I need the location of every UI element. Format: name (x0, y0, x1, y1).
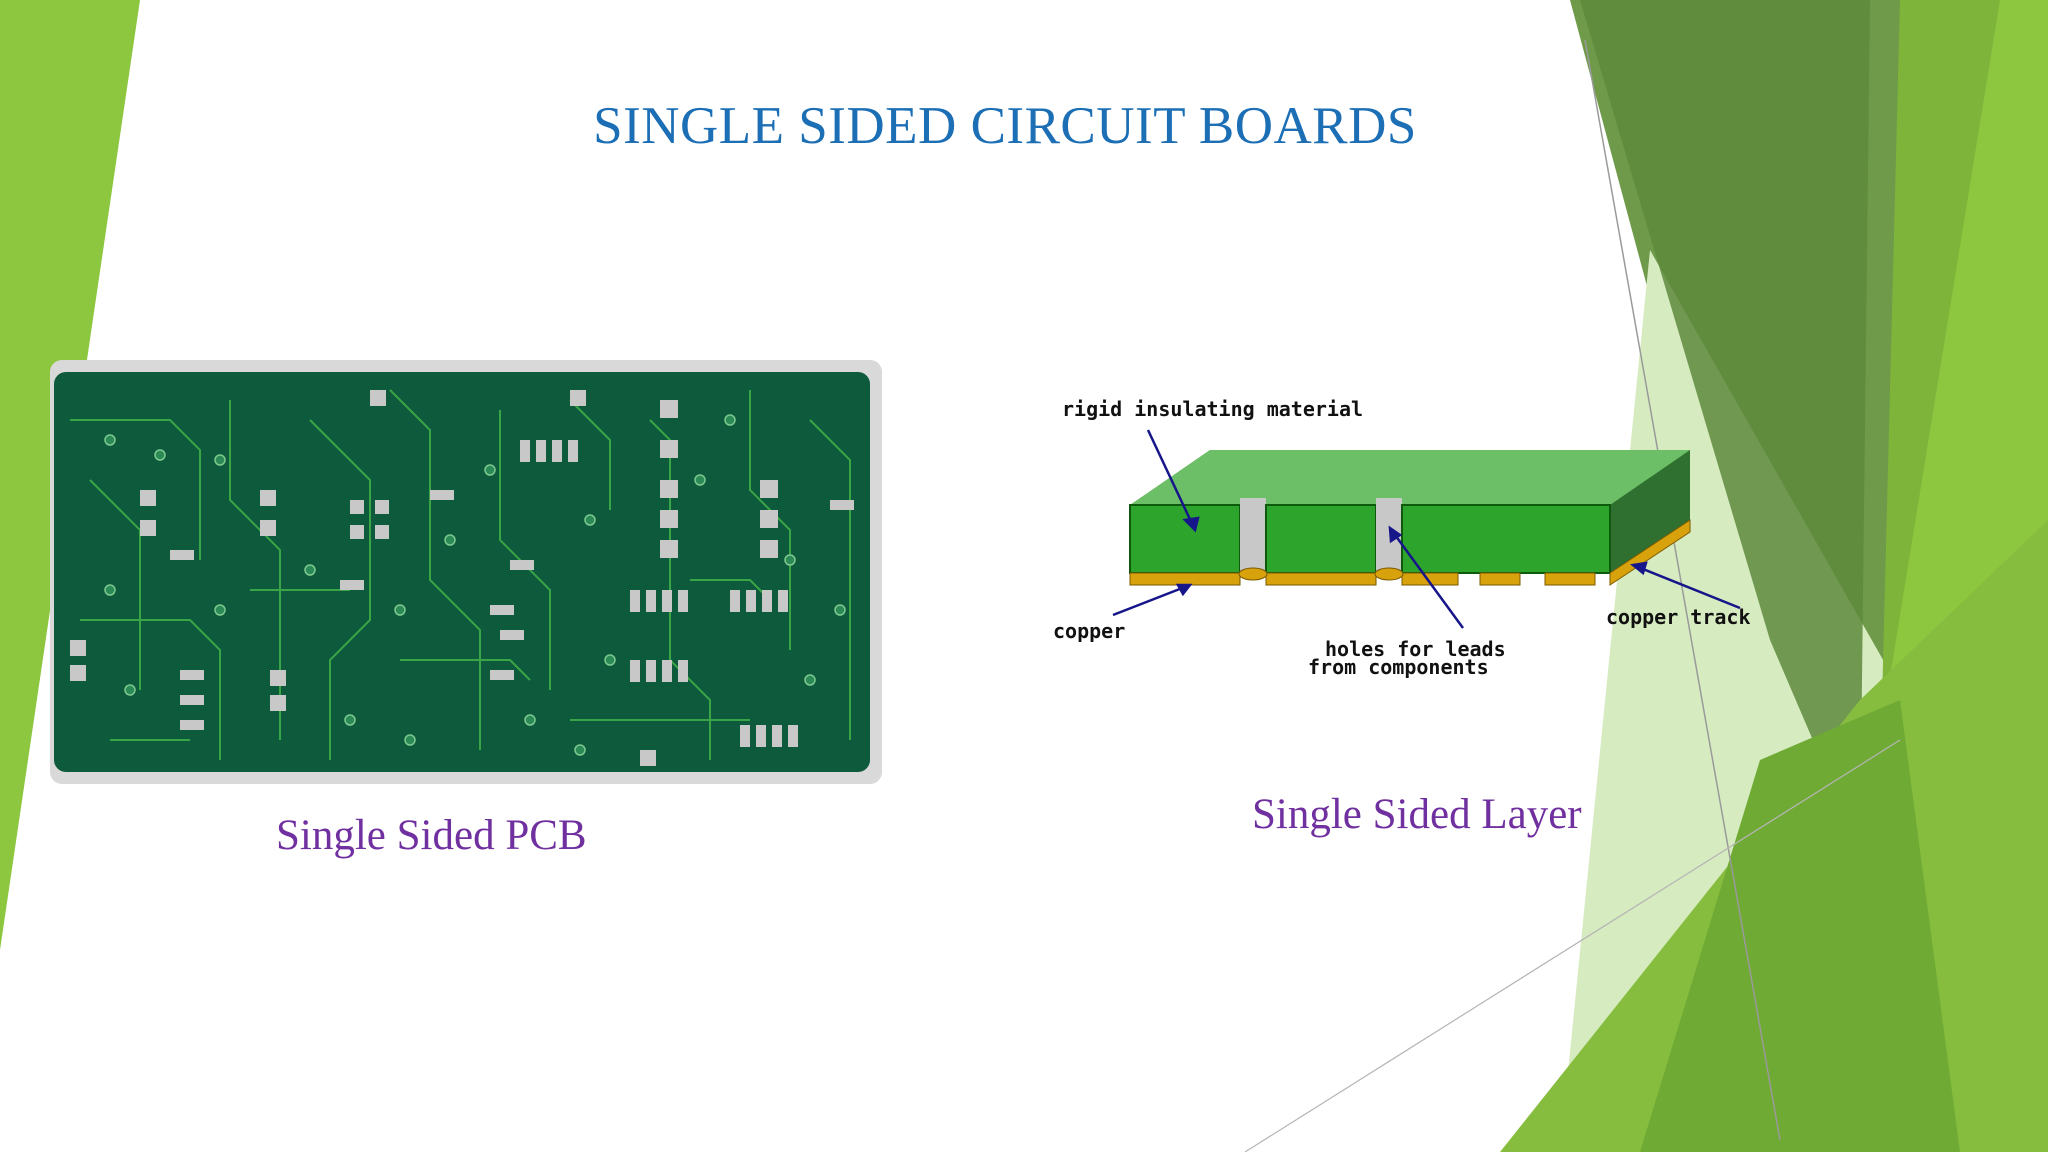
label-holes-line2: from components (1308, 655, 1489, 679)
thin-line-2 (1244, 739, 1901, 1152)
board-top-face-main (1130, 450, 1690, 505)
copper-layer (1129, 519, 1691, 586)
slide-title: SINGLE SIDED CIRCUIT BOARDS (593, 97, 1417, 155)
label-copper: copper (1053, 619, 1126, 643)
board-front-right (1401, 504, 1611, 574)
thin-line-1 (1584, 39, 1781, 1141)
caption-single-sided-pcb: Single Sided PCB (276, 812, 587, 859)
board-front-left (1129, 504, 1241, 574)
board-side-face (1610, 450, 1690, 573)
label-copper-track: copper track (1606, 605, 1751, 629)
right-facet-lower-dark (1640, 700, 1960, 1152)
label-holes-line1: holes for leads (1325, 637, 1506, 661)
single-sided-layer-diagram (1112, 429, 1741, 629)
caption-single-sided-layer: Single Sided Layer (1252, 791, 1582, 838)
label-insulating: rigid insulating material (1062, 397, 1364, 421)
right-facet-dark2 (1580, 0, 1870, 850)
single-sided-pcb-image (50, 360, 882, 784)
board-front-mid (1265, 504, 1377, 574)
hole-left (1240, 498, 1266, 573)
